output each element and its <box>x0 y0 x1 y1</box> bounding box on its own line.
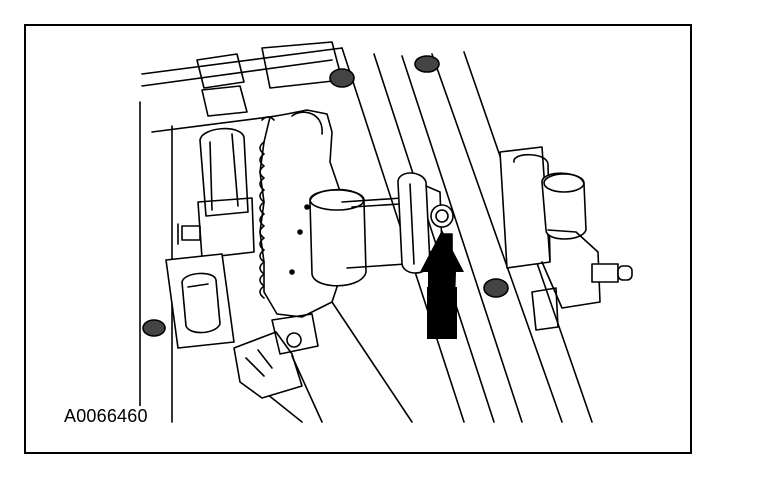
right-sensor-assembly <box>483 146 633 331</box>
lower-bracket <box>233 313 323 423</box>
technical-illustration <box>139 41 633 423</box>
illustration-frame: A0066460 <box>24 24 692 454</box>
arrow-up-icon <box>420 230 464 339</box>
tensioner-bracket <box>177 127 255 259</box>
sensor-connector <box>142 253 235 349</box>
figure-id-label: A0066460 <box>62 406 150 427</box>
upper-bosses <box>196 41 440 117</box>
camshaft-hub <box>309 188 407 287</box>
